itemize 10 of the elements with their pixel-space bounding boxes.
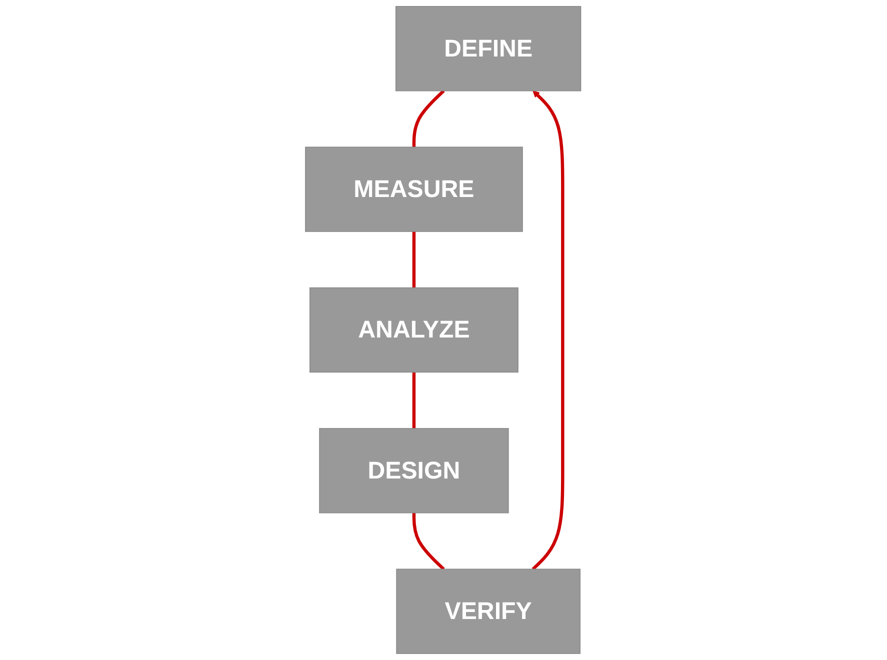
node-box: DESIGN (319, 428, 510, 514)
connector (412, 372, 416, 428)
node-box: MEASURE (305, 146, 524, 232)
node-box: DEFINE (396, 6, 582, 92)
node-box: ANALYZE (310, 287, 519, 373)
connector (412, 232, 416, 288)
node-box: VERIFY (396, 568, 581, 654)
connector (412, 90, 446, 148)
connector (412, 512, 446, 570)
arrow (532, 90, 565, 570)
